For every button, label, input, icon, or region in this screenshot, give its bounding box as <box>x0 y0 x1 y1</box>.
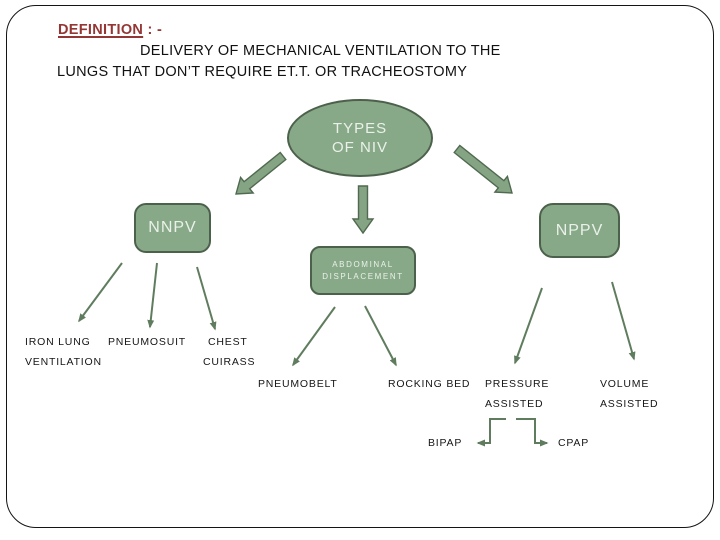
abdominal-line-2: DISPLACEMENT <box>322 271 404 281</box>
title-line-2: DELIVERY OF MECHANICAL VENTILATION TO TH… <box>140 43 501 59</box>
abdominal-line-1: ABDOMINAL <box>332 259 394 269</box>
slide-border-frame <box>6 5 714 528</box>
label-bipap: BIPAP <box>428 437 463 449</box>
definition-heading: DEFINITION <box>58 22 144 38</box>
title-line-1: DEFINITION : - <box>58 22 162 38</box>
label-cpap: CPAP <box>558 437 590 449</box>
node-nnpv: NNPV <box>134 203 211 253</box>
label-cuirass: CUIRASS <box>203 356 256 368</box>
label-iron-lung: IRON LUNG <box>25 336 91 348</box>
label-pneumosuit: PNEUMOSUIT <box>108 336 187 348</box>
label-pressure-assisted: ASSISTED <box>485 398 544 410</box>
root-node-line-1: TYPES <box>332 120 388 137</box>
label-chest: CHEST <box>208 336 248 348</box>
title-line-3: LUNGS THAT DON’T REQUIRE ET.T. OR TRACHE… <box>57 64 468 80</box>
label-ventilation: VENTILATION <box>25 356 102 368</box>
definition-punctuation: : - <box>143 22 163 38</box>
node-abdominal-displacement: ABDOMINAL DISPLACEMENT <box>310 246 416 295</box>
label-volume: VOLUME <box>600 378 650 390</box>
label-volume-assisted: ASSISTED <box>600 398 659 410</box>
root-node-line-2: OF NIV <box>331 139 388 156</box>
root-node-types-of-niv: TYPES OF NIV <box>287 99 433 177</box>
node-nppv: NPPV <box>539 203 620 258</box>
label-rocking-bed: ROCKING BED <box>388 378 471 390</box>
label-pneumobelt: PNEUMOBELT <box>258 378 338 390</box>
label-pressure: PRESSURE <box>485 378 550 390</box>
